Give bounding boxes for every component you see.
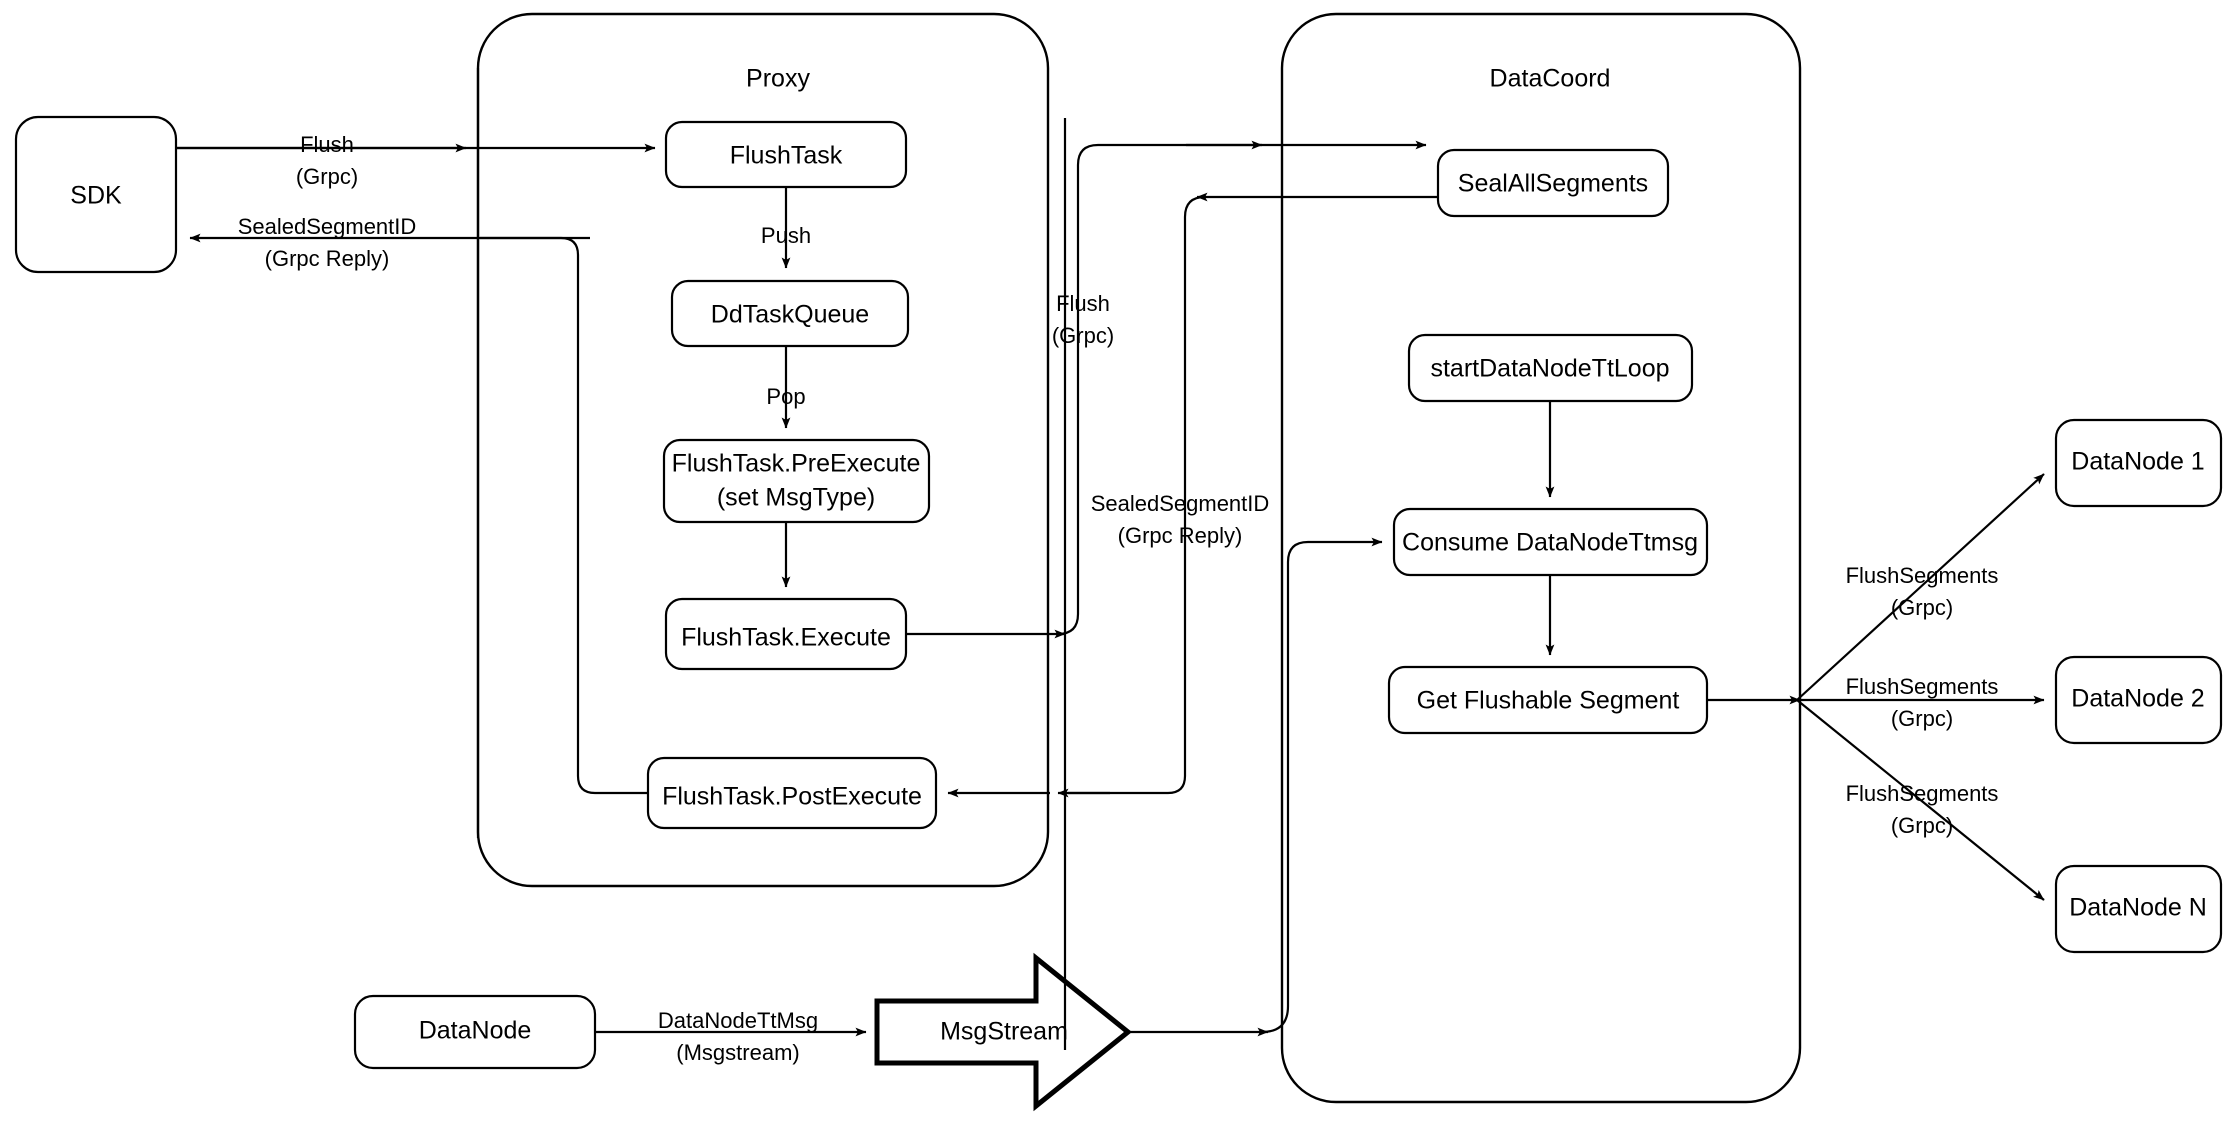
edge-label-flushsegments-2-line2: (Grpc)	[1891, 706, 1953, 731]
edge-label-sdk-flush-line2: (Grpc)	[296, 164, 358, 189]
edge-label-push: Push	[761, 223, 811, 248]
node-sdk-label: SDK	[70, 182, 122, 210]
edge-label-pop: Pop	[766, 384, 805, 409]
node-datanode-n[interactable]	[2054, 864, 2223, 954]
edge-flush-grpc-route-up	[1057, 143, 1270, 636]
datacoord-container	[1280, 12, 1802, 1104]
node-flushtask-execute-label: FlushTask.Execute	[681, 624, 891, 652]
edge-label-sdk-flush-line1: Flush	[300, 132, 354, 157]
datacoord-container-label: DataCoord	[1490, 65, 1611, 93]
node-get-flushable-segment-label: Get Flushable Segment	[1417, 687, 1680, 715]
node-flushtask-preexecute-label-line2: (set MsgType)	[717, 484, 875, 512]
node-flushtask-preexecute[interactable]	[662, 438, 931, 524]
edge-label-proxy-reply-line2: (Grpc Reply)	[1118, 523, 1243, 548]
node-datanode-1-label: DataNode 1	[2071, 448, 2204, 476]
node-startdatanodettloop-label: startDataNodeTtLoop	[1430, 355, 1669, 383]
node-sealallsegments[interactable]	[1436, 148, 1670, 218]
node-datanode-1[interactable]	[2054, 418, 2223, 508]
node-datanode-2-label: DataNode 2	[2071, 685, 2204, 713]
node-datanode-bottom-label: DataNode	[419, 1017, 532, 1045]
edge-label-datanodettmsg-line1: DataNodeTtMsg	[658, 1008, 818, 1033]
node-flushtask-postexecute-label: FlushTask.PostExecute	[662, 783, 922, 811]
node-msgstream-label: MsgStream	[940, 1018, 1068, 1046]
edge-label-flushsegments-2-line1: FlushSegments	[1846, 674, 1999, 699]
edge-label-datanodettmsg-line2: (Msgstream)	[676, 1040, 799, 1065]
edge-label-flushsegments-n-line1: FlushSegments	[1846, 781, 1999, 806]
node-ddtaskqueue-label: DdTaskQueue	[711, 301, 869, 329]
edge-msgstream-route-to-consume	[1261, 537, 1383, 1034]
edge-label-proxy-reply-line1: SealedSegmentID	[1091, 491, 1270, 516]
edge-label-flushsegments-n-line2: (Grpc)	[1891, 813, 1953, 838]
node-sdk[interactable]	[14, 115, 178, 274]
node-consume-datanodettmsg-label: Consume DataNodeTtmsg	[1402, 529, 1698, 557]
node-datanode-n-label: DataNode N	[2069, 894, 2207, 922]
node-sealallsegments-label: SealAllSegments	[1458, 170, 1648, 198]
node-ddtaskqueue[interactable]	[670, 279, 910, 348]
edge-label-sdk-reply-line2: (Grpc Reply)	[265, 246, 390, 271]
edge-label-flushsegments-1-line1: FlushSegments	[1846, 563, 1999, 588]
proxy-container-label: Proxy	[746, 65, 810, 93]
edge-label-flushsegments-1-line2: (Grpc)	[1891, 595, 1953, 620]
node-datanode-2[interactable]	[2054, 655, 2223, 745]
edge-label-proxy-flush-line2: (Grpc)	[1052, 323, 1114, 348]
edge-postexecute-to-sdk-route	[480, 236, 648, 795]
edge-fanout-to-datanode-1	[1796, 473, 2045, 701]
edge-sealedsegmentid-reply-route-down	[1068, 195, 1206, 795]
edge-label-sdk-reply-line1: SealedSegmentID	[238, 214, 417, 239]
node-flushtask-preexecute-label-line1: FlushTask.PreExecute	[672, 450, 921, 478]
edge-fanout-to-datanode-n	[1796, 699, 2045, 901]
node-flushtask-label: FlushTask	[730, 142, 843, 170]
